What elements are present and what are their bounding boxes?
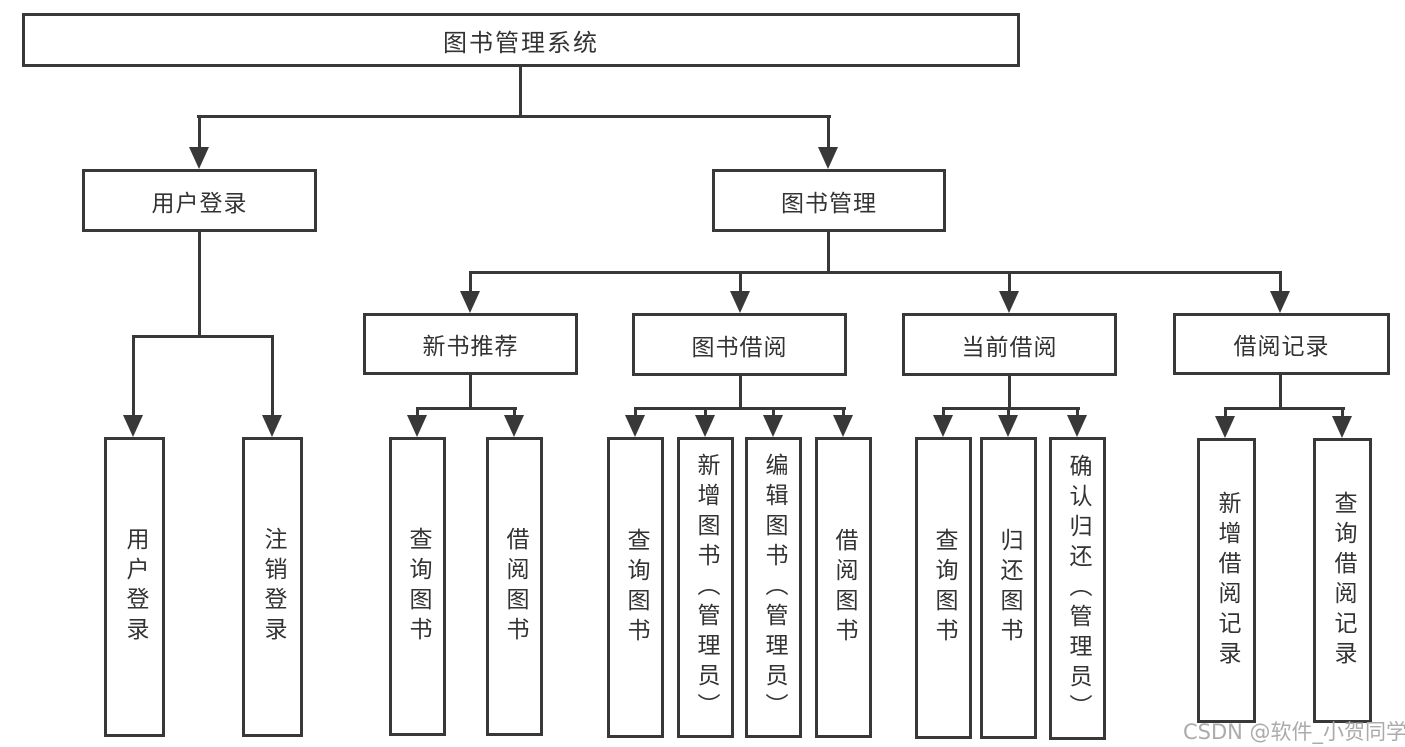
connector-line xyxy=(942,407,945,417)
leaf-return-book-label: 归还图书 xyxy=(996,528,1022,648)
arrow-down-icon xyxy=(1270,291,1290,313)
leaf-logout-label: 注销登录 xyxy=(260,527,286,647)
arrow-down-icon xyxy=(1067,415,1087,437)
connector-line xyxy=(132,335,274,338)
arrow-down-icon xyxy=(818,147,838,169)
connector-line xyxy=(739,373,742,410)
arrow-down-icon xyxy=(1332,416,1352,438)
connector-line xyxy=(704,407,707,417)
leaf-query-borrow-record: 查询借阅记录 xyxy=(1313,438,1372,723)
connector-line xyxy=(827,115,830,151)
connector-line xyxy=(942,407,1080,410)
connector-line xyxy=(416,407,517,410)
leaf-logout: 注销登录 xyxy=(242,437,303,737)
connector-line xyxy=(1341,407,1344,417)
leaf-edit-book-admin-label: 编辑图书（管理员） xyxy=(761,452,787,723)
leaf-edit-book-admin: 编辑图书（管理员） xyxy=(745,437,802,738)
leaf-borrow-books: 借阅图书 xyxy=(815,437,872,738)
leaf-query-books-current: 查询图书 xyxy=(915,437,972,739)
connector-line xyxy=(1008,271,1011,295)
connector-line xyxy=(271,335,274,419)
leaf-return-book: 归还图书 xyxy=(980,437,1037,739)
arrow-down-icon xyxy=(504,415,524,437)
connector-line xyxy=(772,407,775,417)
node-new-book-recommend-label: 新书推荐 xyxy=(422,334,519,360)
node-new-book-recommend: 新书推荐 xyxy=(363,313,578,375)
leaf-add-book-admin-label: 新增图书（管理员） xyxy=(693,452,719,723)
connector-line xyxy=(634,407,637,417)
node-borrowing-records-label: 借阅记录 xyxy=(1233,334,1330,360)
connector-line xyxy=(519,65,522,118)
leaf-borrow-books-recommend: 借阅图书 xyxy=(486,437,543,736)
leaf-query-books-recommend: 查询图书 xyxy=(389,437,446,736)
connector-line xyxy=(1008,373,1011,410)
arrow-down-icon xyxy=(763,415,783,437)
connector-line xyxy=(842,407,845,417)
connector-line xyxy=(469,373,472,410)
arrow-down-icon xyxy=(730,291,750,313)
connector-line xyxy=(1224,407,1345,410)
arrow-down-icon xyxy=(833,415,853,437)
connector-line xyxy=(1279,373,1282,410)
connector-line xyxy=(1076,407,1079,417)
node-root-label: 图书管理系统 xyxy=(443,28,599,57)
leaf-add-borrow-record: 新增借阅记录 xyxy=(1197,438,1256,723)
connector-line xyxy=(469,271,1282,274)
node-borrowing-records: 借阅记录 xyxy=(1173,313,1390,375)
leaf-add-borrow-record-label: 新增借阅记录 xyxy=(1214,490,1240,671)
node-current-borrowing-label: 当前借阅 xyxy=(961,334,1058,361)
arrow-down-icon xyxy=(999,291,1019,313)
node-book-management-label: 图书管理 xyxy=(781,190,877,217)
leaf-user-login-label: 用户登录 xyxy=(122,527,148,647)
leaf-confirm-return-admin: 确认归还（管理员） xyxy=(1049,437,1106,740)
node-user-login: 用户登录 xyxy=(82,169,317,232)
connector-line xyxy=(1224,407,1227,417)
leaf-borrow-books-recommend-label: 借阅图书 xyxy=(502,526,528,647)
connector-line xyxy=(197,115,831,118)
leaf-confirm-return-admin-label: 确认归还（管理员） xyxy=(1065,453,1091,724)
connector-line xyxy=(132,335,135,419)
connector-line xyxy=(469,271,472,295)
arrow-down-icon xyxy=(189,147,209,169)
leaf-query-books-recommend-label: 查询图书 xyxy=(405,526,431,647)
leaf-borrow-books-label: 借阅图书 xyxy=(831,527,857,648)
arrow-down-icon xyxy=(460,291,480,313)
node-book-management: 图书管理 xyxy=(712,169,946,232)
connector-line xyxy=(416,407,419,417)
connector-line xyxy=(198,115,201,151)
node-book-borrowing-label: 图书借阅 xyxy=(691,334,788,361)
connector-line xyxy=(513,407,516,417)
connector-line xyxy=(634,407,846,410)
arrow-down-icon xyxy=(1215,416,1235,438)
connector-line xyxy=(1007,407,1010,417)
arrow-down-icon xyxy=(407,415,427,437)
arrow-down-icon xyxy=(123,415,143,437)
node-current-borrowing: 当前借阅 xyxy=(902,313,1117,376)
leaf-query-books-borrowing: 查询图书 xyxy=(607,437,664,738)
connector-line xyxy=(1279,271,1282,295)
arrow-down-icon xyxy=(695,415,715,437)
arrow-down-icon xyxy=(262,415,282,437)
connector-line xyxy=(198,230,201,338)
leaf-query-books-borrowing-label: 查询图书 xyxy=(623,527,649,648)
leaf-user-login: 用户登录 xyxy=(104,437,165,737)
leaf-query-borrow-record-label: 查询借阅记录 xyxy=(1330,490,1356,671)
node-book-borrowing: 图书借阅 xyxy=(632,313,847,376)
arrow-down-icon xyxy=(625,415,645,437)
leaf-query-books-current-label: 查询图书 xyxy=(931,528,957,648)
arrow-down-icon xyxy=(998,415,1018,437)
leaf-add-book-admin: 新增图书（管理员） xyxy=(677,437,734,738)
node-root: 图书管理系统 xyxy=(22,13,1020,67)
node-user-login-label: 用户登录 xyxy=(151,190,248,217)
connector-line xyxy=(739,271,742,295)
connector-line xyxy=(827,230,830,274)
arrow-down-icon xyxy=(933,415,953,437)
watermark: CSDN @软件_小贺同学 xyxy=(1183,720,1405,744)
